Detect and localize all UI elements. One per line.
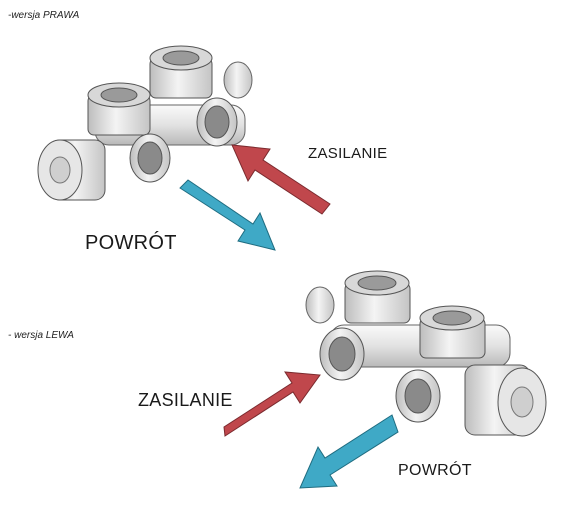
variant-caption-left: - wersja LEWA bbox=[8, 330, 74, 341]
valve-knob-icon bbox=[464, 364, 547, 437]
supply-label-bottom: ZASILANIE bbox=[138, 390, 233, 410]
valve-left-version bbox=[305, 270, 547, 437]
return-label-bottom: POWRÓT bbox=[398, 462, 472, 479]
valve-right-version bbox=[37, 45, 253, 201]
supply-arrow-bottom bbox=[223, 371, 321, 437]
pipe-fitting-icon bbox=[419, 305, 486, 359]
return-label-top: POWRÓT bbox=[85, 232, 177, 254]
pipe-fitting-icon bbox=[149, 45, 213, 99]
supply-label-top: ZASILANIE bbox=[308, 145, 388, 162]
supply-arrow-top bbox=[231, 144, 331, 215]
variant-caption-right: -wersja PRAWA bbox=[8, 10, 80, 21]
pipe-fitting-icon bbox=[87, 82, 151, 136]
return-arrow-top bbox=[179, 179, 276, 251]
return-arrow-bottom bbox=[299, 414, 399, 489]
pipe-fitting-icon bbox=[344, 270, 411, 324]
valve-knob-icon bbox=[37, 139, 106, 201]
